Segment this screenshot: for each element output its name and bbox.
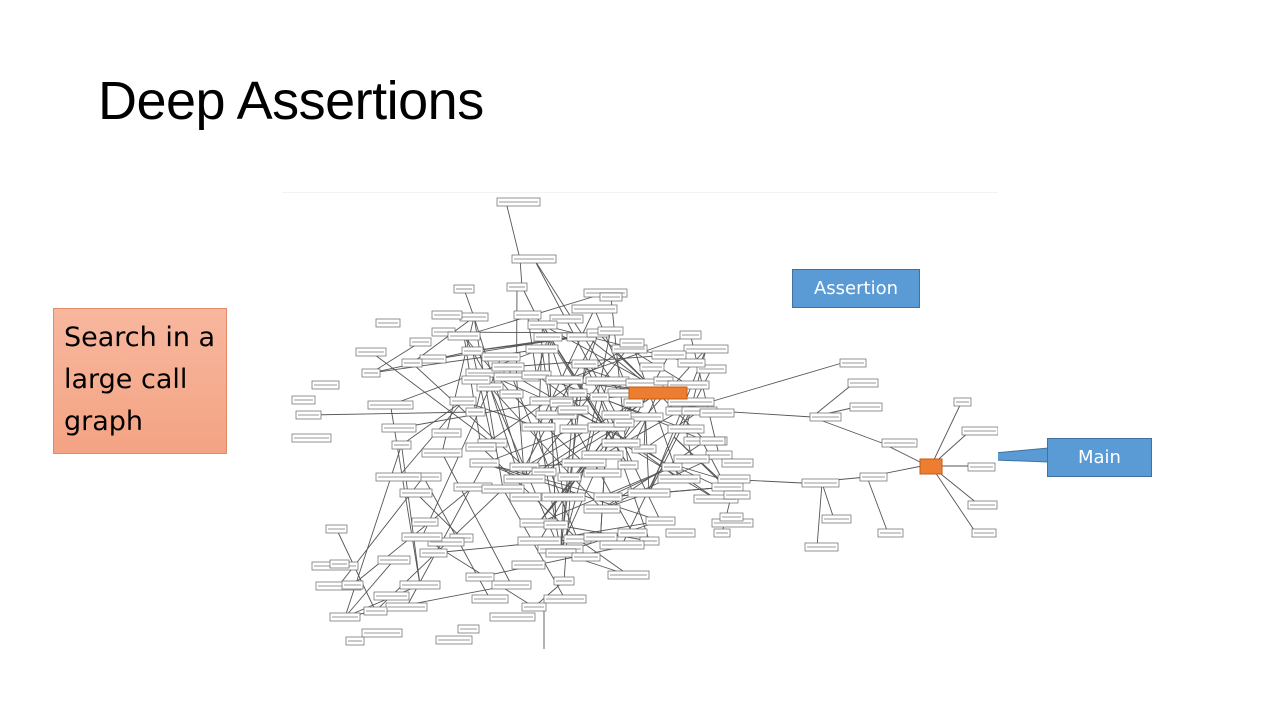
- graph-edge: [370, 341, 421, 374]
- graph-edge: [472, 350, 493, 444]
- graph-edge: [811, 382, 855, 418]
- assertion-node[interactable]: [628, 386, 688, 400]
- graph-edge: [538, 426, 562, 554]
- graph-edge: [645, 416, 650, 494]
- graph-edge: [648, 348, 707, 494]
- graph-edge: [472, 336, 582, 352]
- graph-edge: [370, 351, 493, 444]
- graph-edge: [577, 538, 629, 576]
- assertion-callout: Assertion: [792, 269, 920, 308]
- graph-edge: [473, 316, 525, 480]
- graph-edge: [344, 444, 402, 618]
- graph-edge: [398, 400, 464, 478]
- graph-edge: [701, 440, 723, 480]
- graph-edge: [401, 444, 421, 586]
- graph-edge: [480, 342, 633, 448]
- graph-edge: [516, 286, 518, 378]
- graph-edge: [441, 452, 512, 586]
- graph-edge: [308, 411, 476, 416]
- graph-edge: [866, 476, 889, 534]
- graph-edge: [344, 559, 395, 618]
- graph-edge: [484, 462, 661, 522]
- graph-edge: [344, 584, 421, 618]
- side-note-box: Search in a large call graph: [53, 308, 227, 454]
- graph-nodes: [291, 197, 998, 646]
- main-callout: Main: [1047, 438, 1152, 477]
- slide-title: Deep Assertions: [98, 71, 484, 131]
- graph-edge: [607, 466, 673, 498]
- graph-edge: [564, 334, 691, 381]
- graph-edge: [463, 335, 512, 395]
- graph-edge: [519, 258, 523, 288]
- call-graph: [282, 192, 998, 649]
- main-node[interactable]: [919, 458, 943, 475]
- graph-edge: [930, 400, 963, 467]
- graph-edge: [463, 288, 475, 318]
- graph-edge: [415, 492, 462, 539]
- graph-edge: [484, 462, 609, 498]
- graph-edge: [505, 201, 521, 260]
- graph-edge: [816, 482, 823, 548]
- graph-edge: [536, 336, 549, 376]
- graph-edge: [533, 258, 620, 394]
- graph-edge: [602, 410, 681, 456]
- graph-edge: [690, 334, 720, 456]
- graph-edge: [538, 308, 595, 428]
- graph-edge: [643, 416, 646, 450]
- graph-edge: [489, 386, 603, 510]
- graph-edge: [821, 482, 835, 520]
- graph-edge: [930, 465, 977, 534]
